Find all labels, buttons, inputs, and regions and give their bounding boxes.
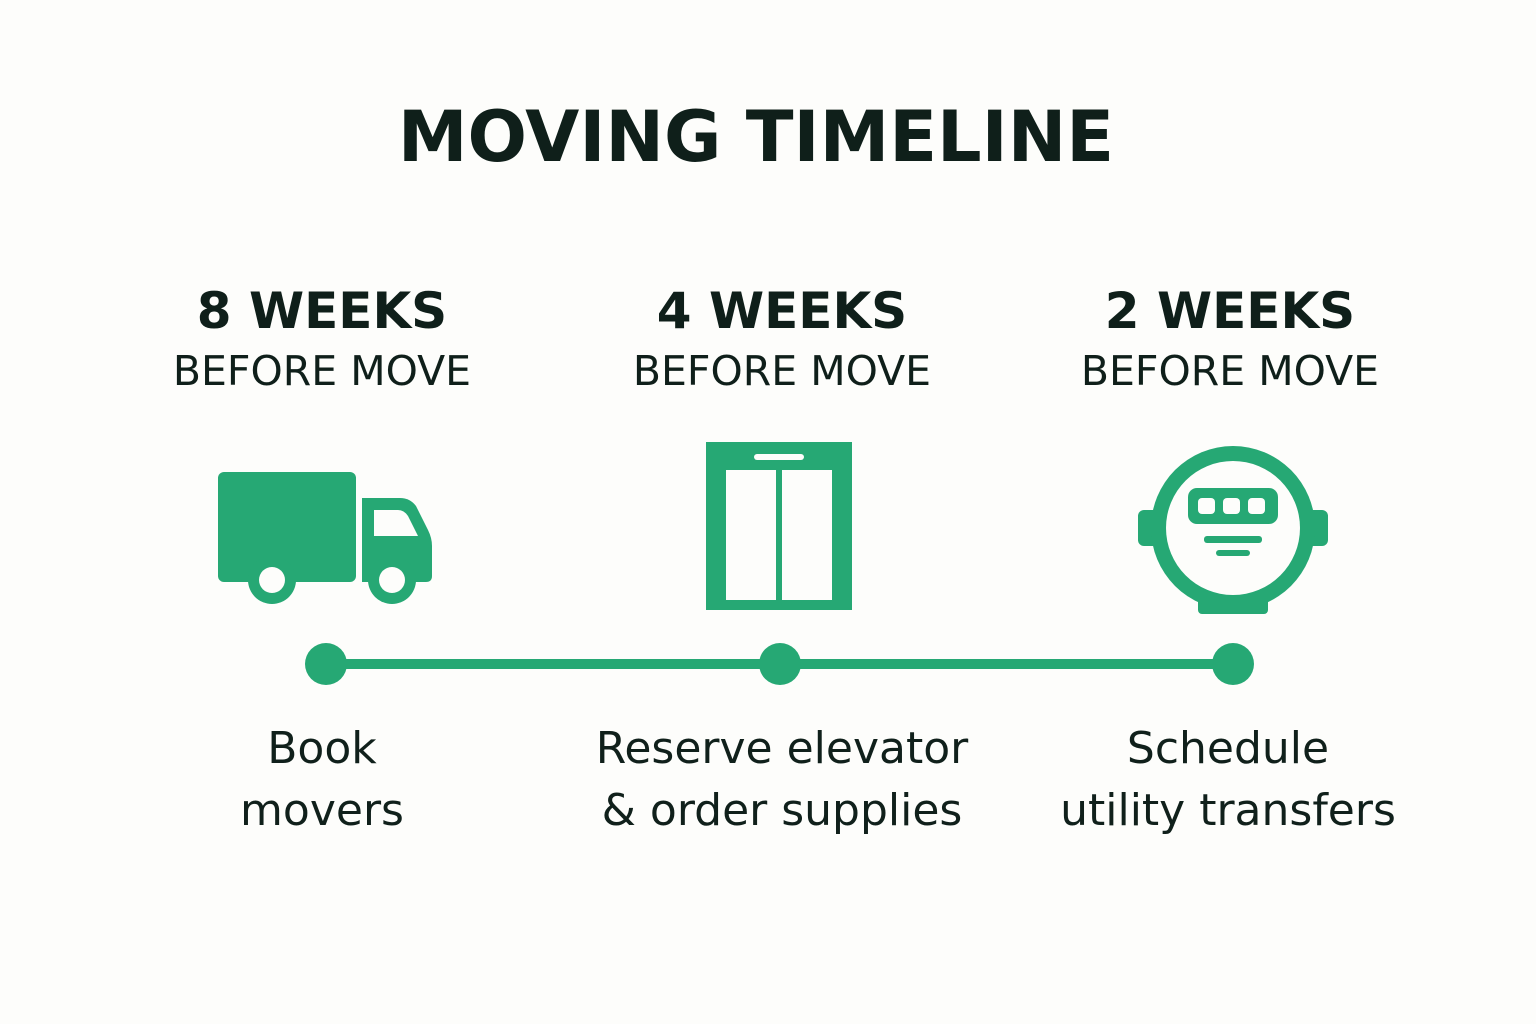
step-1-header: 8 WEEKS BEFORE MOVE: [112, 280, 532, 400]
step-1-before: BEFORE MOVE: [172, 347, 472, 395]
step-1-desc-line2: movers: [240, 785, 404, 836]
step-3-desc-line1: Schedule: [1126, 723, 1330, 774]
step-3-header: 2 WEEKS BEFORE MOVE: [1020, 280, 1440, 400]
step-2-description: Reserve elevator & order supplies: [552, 718, 1012, 842]
step-3-before: BEFORE MOVE: [1080, 347, 1380, 395]
step-1-desc-line1: Book: [267, 723, 377, 774]
step-2-before: BEFORE MOVE: [632, 347, 932, 395]
elevator-icon: [706, 442, 852, 610]
timeline-dot-3: [1212, 643, 1254, 685]
step-3-description: Schedule utility transfers: [998, 718, 1458, 842]
step-1-weeks: 8 WEEKS: [196, 282, 448, 340]
step-2-desc-line2: & order supplies: [601, 785, 963, 836]
step-3-weeks: 2 WEEKS: [1104, 282, 1356, 340]
step-2-header: 4 WEEKS BEFORE MOVE: [572, 280, 992, 400]
step-2-desc-line1: Reserve elevator: [595, 723, 969, 774]
timeline-dot-1: [305, 643, 347, 685]
truck-icon: [218, 472, 432, 604]
timeline-dot-2: [759, 643, 801, 685]
step-3-desc-line2: utility transfers: [1060, 785, 1396, 836]
page-title: MOVING TIMELINE: [397, 96, 1115, 178]
step-1-description: Book movers: [92, 718, 552, 842]
step-2-weeks: 4 WEEKS: [656, 282, 908, 340]
utility-meter-icon: [1138, 446, 1328, 614]
